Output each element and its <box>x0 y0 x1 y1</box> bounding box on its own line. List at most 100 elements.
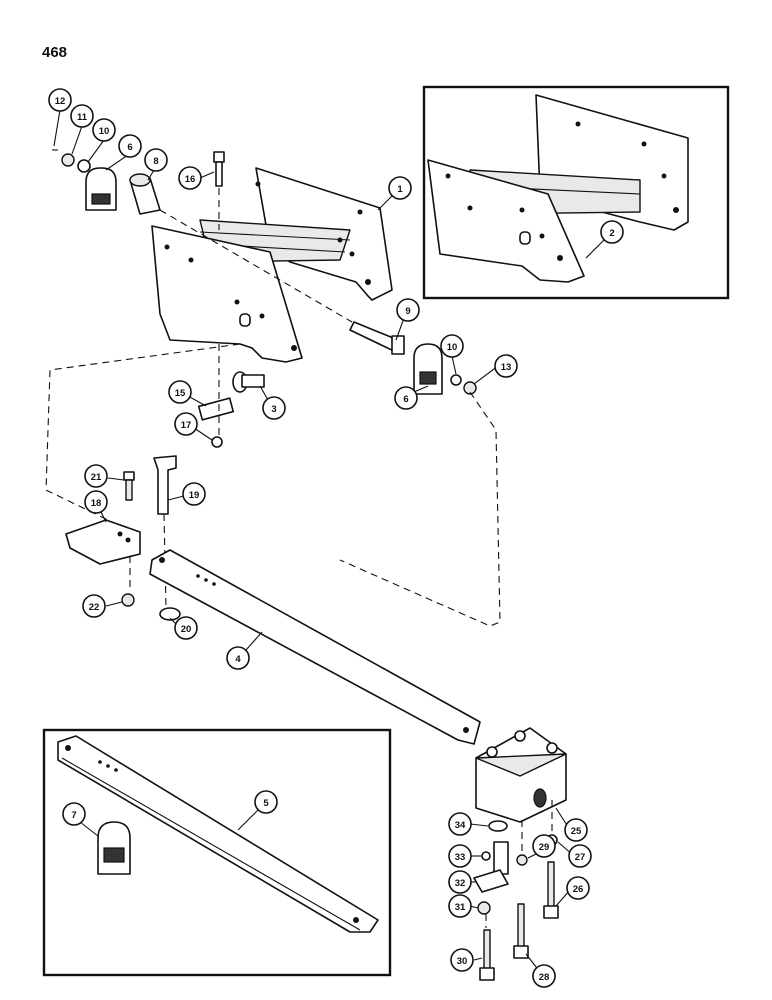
svg-text:22: 22 <box>89 602 100 613</box>
clip-left <box>85 167 117 211</box>
svg-text:26: 26 <box>573 884 584 895</box>
svg-text:5: 5 <box>263 798 269 809</box>
callout-22: 22 <box>82 594 106 618</box>
svg-text:29: 29 <box>539 842 550 853</box>
callout-17: 17 <box>174 412 198 436</box>
callout-7: 7 <box>62 802 86 826</box>
callout-21: 21 <box>84 464 108 488</box>
callout-19: 19 <box>182 482 206 506</box>
svg-text:2: 2 <box>609 228 614 239</box>
callout-18: 18 <box>84 490 108 514</box>
washer-left <box>77 159 91 173</box>
svg-text:21: 21 <box>91 472 102 483</box>
svg-text:7: 7 <box>71 810 76 821</box>
svg-text:27: 27 <box>575 852 586 863</box>
svg-text:19: 19 <box>189 490 200 501</box>
svg-text:17: 17 <box>181 420 192 431</box>
callout-26: 26 <box>566 876 590 900</box>
bolt-26 <box>543 861 559 919</box>
nut-right <box>463 381 477 395</box>
clip-right <box>413 343 443 395</box>
drawbar-hanger <box>475 727 567 823</box>
bushing <box>493 841 509 875</box>
svg-text:1: 1 <box>397 184 403 195</box>
callout-11: 11 <box>70 104 94 128</box>
drawbar-alternate <box>57 735 379 933</box>
callout-8: 8 <box>144 148 168 172</box>
support-bracket <box>65 519 141 565</box>
drawbar <box>149 549 481 745</box>
callout-12: 12 <box>48 88 72 112</box>
spacer-tube <box>129 173 161 215</box>
clip-inset <box>97 821 131 875</box>
callout-13: 13 <box>494 354 518 378</box>
svg-text:3: 3 <box>271 404 276 415</box>
nut-left <box>61 153 75 167</box>
retainer-plate <box>197 397 235 421</box>
washer-29 <box>516 854 528 866</box>
nut-31 <box>477 901 491 915</box>
svg-text:33: 33 <box>455 852 466 863</box>
callout-16: 16 <box>178 166 202 190</box>
callout-3: 3 <box>262 396 286 420</box>
nut-22 <box>121 593 135 607</box>
svg-text:6: 6 <box>127 142 132 153</box>
washer-right <box>450 374 462 386</box>
callout-1: 1 <box>388 176 412 200</box>
callout-5: 5 <box>254 790 278 814</box>
callout-10-right: 10 <box>440 334 464 358</box>
svg-text:8: 8 <box>153 156 158 167</box>
frame-pin <box>349 321 405 355</box>
callout-6-right: 6 <box>394 386 418 410</box>
drawbar-pin <box>153 455 177 515</box>
callout-32: 32 <box>448 870 472 894</box>
callout-28: 28 <box>532 964 556 988</box>
callout-4: 4 <box>226 646 250 670</box>
svg-text:16: 16 <box>185 174 196 185</box>
svg-text:18: 18 <box>91 498 102 509</box>
retaining-clip <box>159 607 181 621</box>
callout-34: 34 <box>448 812 472 836</box>
callout-33: 33 <box>448 844 472 868</box>
svg-text:34: 34 <box>455 820 466 831</box>
drawbar-frame-alternate <box>427 94 689 283</box>
bolt-21 <box>123 471 135 501</box>
callout-15: 15 <box>168 380 192 404</box>
callout-6-left: 6 <box>118 134 142 158</box>
inset-box-bottom <box>42 728 392 977</box>
dashed-assembly-outline <box>45 343 501 627</box>
lock-plate <box>473 869 509 893</box>
washer-33 <box>481 851 491 861</box>
bolt-30 <box>479 929 495 981</box>
bolt-top <box>213 151 225 187</box>
svg-text:31: 31 <box>455 902 466 913</box>
callout-2: 2 <box>600 220 624 244</box>
svg-text:15: 15 <box>175 388 186 399</box>
svg-text:20: 20 <box>181 624 192 635</box>
callout-31: 31 <box>448 894 472 918</box>
svg-text:9: 9 <box>405 306 410 317</box>
callout-25: 25 <box>564 818 588 842</box>
svg-text:4: 4 <box>235 654 241 665</box>
callout-9: 9 <box>396 298 420 322</box>
svg-text:13: 13 <box>501 362 512 373</box>
svg-text:28: 28 <box>539 972 550 983</box>
callout-20: 20 <box>174 616 198 640</box>
svg-text:25: 25 <box>571 826 582 837</box>
callout-29: 29 <box>532 834 556 858</box>
callout-30: 30 <box>450 948 474 972</box>
svg-text:10: 10 <box>447 342 458 353</box>
svg-text:32: 32 <box>455 878 466 889</box>
bolt-28 <box>513 903 529 959</box>
svg-text:10: 10 <box>99 126 110 137</box>
svg-text:30: 30 <box>457 956 468 967</box>
svg-text:12: 12 <box>55 96 66 107</box>
callout-27: 27 <box>568 844 592 868</box>
inset-box-top <box>422 85 730 300</box>
svg-text:11: 11 <box>77 112 88 123</box>
page-number: 468 <box>42 44 68 61</box>
clevis-pin <box>232 371 265 393</box>
drawbar-frame <box>151 167 393 363</box>
callout-10-left: 10 <box>92 118 116 142</box>
